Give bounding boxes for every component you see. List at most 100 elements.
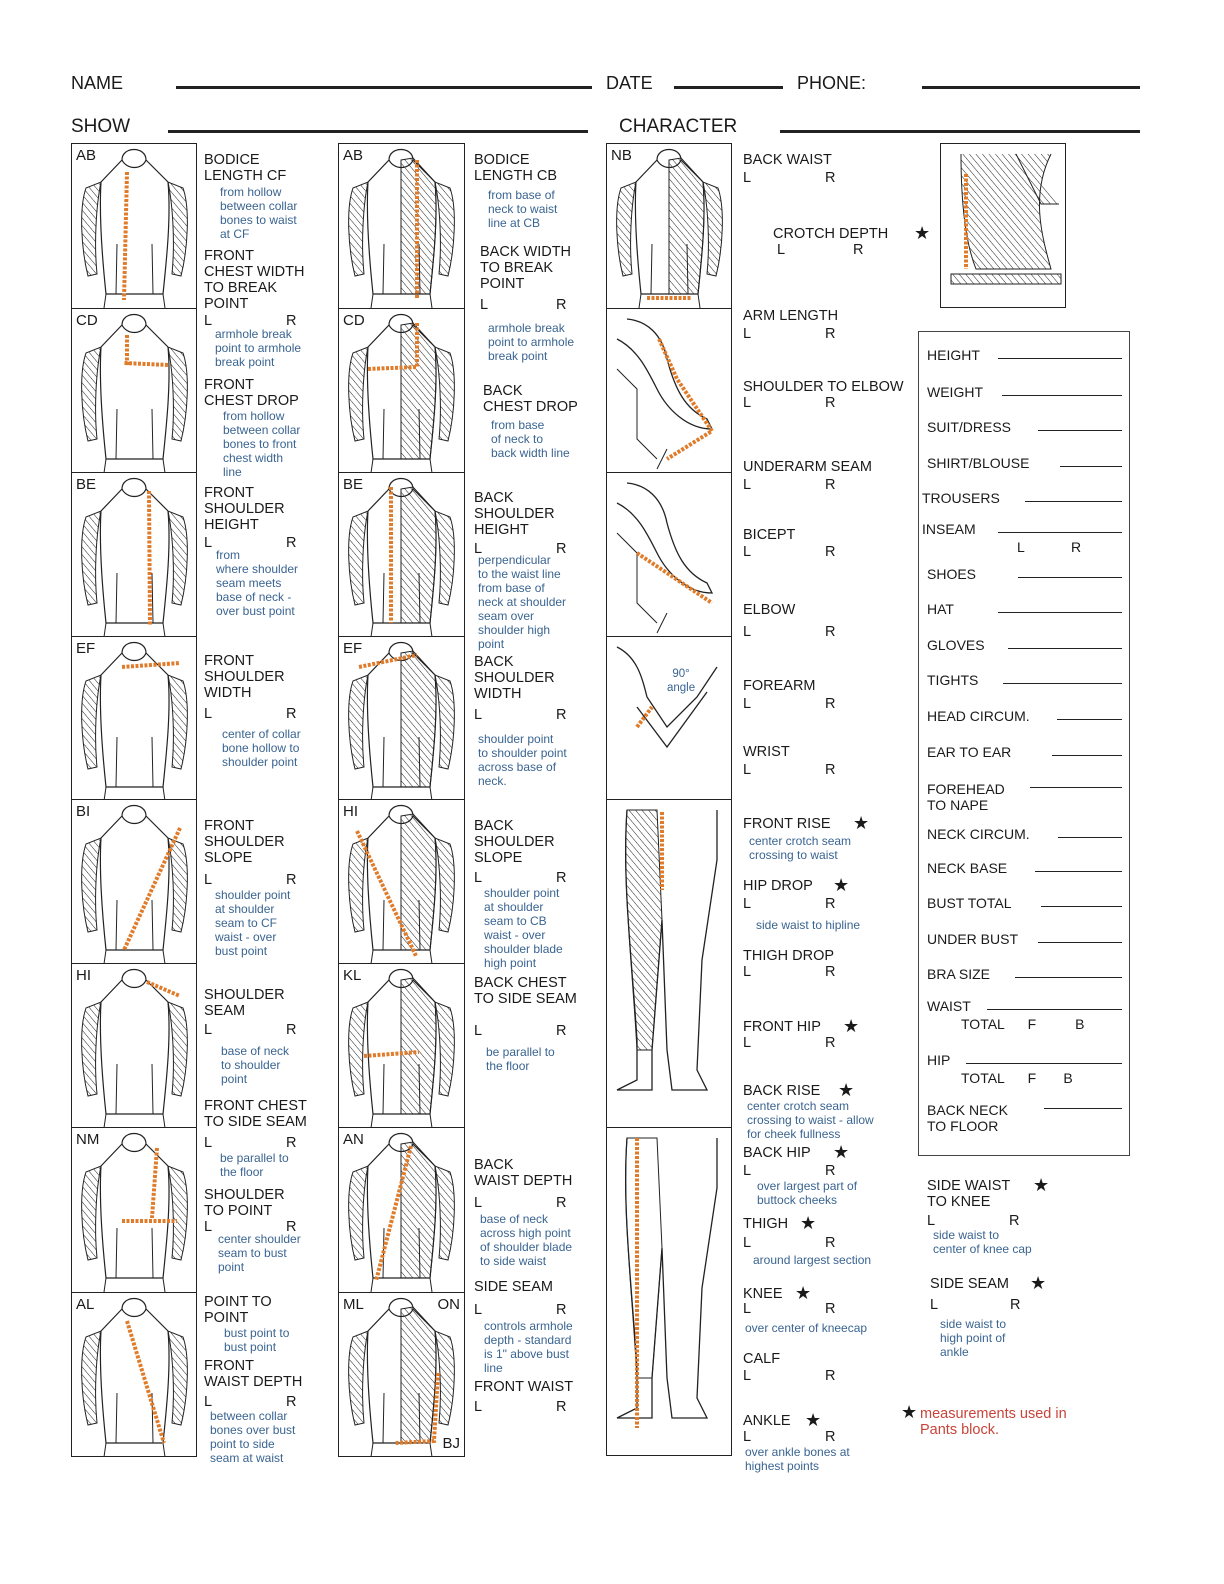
measurement-title: BODICE LENGTH CF <box>204 152 287 184</box>
measurement-title: FRONT CHEST TO SIDE SEAM <box>204 1098 307 1130</box>
star-icon: ★ <box>853 813 870 833</box>
body-diagram <box>81 148 188 309</box>
left-label: L <box>743 896 752 912</box>
size-field[interactable] <box>1052 755 1122 756</box>
phone-label: PHONE: <box>797 73 867 93</box>
character-label: CHARACTER <box>619 116 738 137</box>
back-figure: AB <box>338 143 465 309</box>
right-label: R <box>286 872 297 888</box>
size-field[interactable] <box>1044 1108 1122 1109</box>
character-field[interactable] <box>780 130 1140 133</box>
measurement-note: base of neck to shoulder point <box>221 1044 290 1086</box>
measurement-note: perpendicular to the waist line from bas… <box>478 553 567 651</box>
measurement-title: FRONT SHOULDER WIDTH <box>204 653 285 701</box>
figure-label: CD <box>76 312 98 329</box>
right-label: R <box>286 1022 297 1038</box>
size-field[interactable] <box>1025 501 1122 502</box>
left-label: L <box>743 477 752 493</box>
left-label: L <box>743 1235 752 1251</box>
body-diagram <box>348 1297 455 1458</box>
size-label: SUIT/DRESS <box>927 419 1012 435</box>
body-diagram <box>348 968 455 1129</box>
size-field[interactable] <box>1041 906 1122 907</box>
left-label: L <box>743 395 752 411</box>
size-field[interactable] <box>1015 977 1122 978</box>
date-label: DATE <box>606 73 653 93</box>
left-label: L <box>474 1302 483 1318</box>
phone-field[interactable] <box>922 86 1140 89</box>
size-label: BRA SIZE <box>927 966 991 982</box>
date-field[interactable] <box>674 86 783 89</box>
left-label: L <box>930 1297 939 1313</box>
figure-label: EF <box>76 640 96 657</box>
star-icon: ★ <box>805 1410 822 1430</box>
figure-label: NM <box>76 1131 100 1148</box>
left-label: L <box>743 1368 752 1384</box>
measurement-line <box>123 335 169 367</box>
back-figure: KL <box>338 963 465 1129</box>
body-diagram <box>81 1132 188 1293</box>
right-label: R <box>286 1219 297 1235</box>
size-field[interactable] <box>1002 395 1122 396</box>
left-label: L <box>474 870 483 886</box>
right-label: R <box>556 870 567 886</box>
size-field[interactable] <box>1038 942 1122 943</box>
measurement-title: UNDERARM SEAM <box>743 459 872 475</box>
left-label: L <box>474 1399 483 1415</box>
size-field[interactable] <box>1060 466 1122 467</box>
size-label: HIP <box>927 1052 951 1068</box>
star-icon: ★ <box>838 1080 855 1100</box>
size-field[interactable] <box>1030 787 1122 788</box>
figure-label: BI <box>76 803 91 820</box>
size-label: BUST TOTAL <box>927 895 1012 911</box>
measurement-note: from hollow between collar bones to fron… <box>223 409 301 479</box>
name-label: NAME <box>71 73 124 93</box>
measurement-note: controls armhole depth - standard is 1" … <box>484 1319 573 1375</box>
measurement-title: BACK RISE <box>743 1083 821 1099</box>
size-label: EAR TO EAR <box>927 744 1012 760</box>
measurement-line <box>358 653 418 669</box>
figure-label: EF <box>343 640 363 657</box>
right-label: R <box>825 1301 836 1317</box>
front-figure: BE <box>71 472 197 638</box>
right-label: R <box>825 1235 836 1251</box>
left-label: L <box>474 707 483 723</box>
size-field[interactable] <box>1008 648 1122 649</box>
measurement-note: bust point to bust point <box>224 1326 290 1354</box>
body-diagram <box>348 313 455 474</box>
left-label: L <box>204 706 213 722</box>
measurement-title: HIP DROP <box>743 878 813 894</box>
size-field[interactable] <box>1057 719 1122 720</box>
right-label: R <box>286 535 297 551</box>
measurement-title: THIGH DROP <box>743 948 835 964</box>
front-figure: NM <box>71 1127 197 1293</box>
measurement-title: ANKLE <box>743 1413 791 1429</box>
size-field[interactable] <box>1058 837 1122 838</box>
size-field[interactable] <box>998 612 1122 613</box>
show-field[interactable] <box>168 130 588 133</box>
left-label: L <box>474 1195 483 1211</box>
measurement-note: center shoulder seam to bust point <box>218 1232 301 1274</box>
name-field[interactable] <box>176 86 592 89</box>
size-field[interactable] <box>1038 430 1122 431</box>
size-field[interactable] <box>1035 871 1122 872</box>
measurement-note: be parallel to the floor <box>486 1045 555 1073</box>
star-icon: ★ <box>795 1283 812 1303</box>
body-diagram <box>81 1297 188 1458</box>
right-label: R <box>825 395 836 411</box>
right-label: R <box>825 477 836 493</box>
size-field[interactable] <box>998 358 1122 359</box>
legend-star-icon: ★ <box>901 1402 918 1422</box>
size-field[interactable] <box>987 1009 1122 1010</box>
body-diagram <box>348 148 455 309</box>
measurement-title: FRONT HIP <box>743 1019 821 1035</box>
body-diagram <box>81 804 188 965</box>
size-field[interactable] <box>966 1063 1122 1064</box>
size-label: FOREHEAD TO NAPE <box>927 781 1005 813</box>
measurement-note: side waist to center of knee cap <box>933 1228 1032 1256</box>
size-field[interactable] <box>998 532 1122 533</box>
measurement-note: from where shoulder seam meets base of n… <box>216 548 299 618</box>
size-field[interactable] <box>1003 683 1122 684</box>
right-label: R <box>853 242 864 258</box>
size-field[interactable] <box>1018 577 1122 578</box>
